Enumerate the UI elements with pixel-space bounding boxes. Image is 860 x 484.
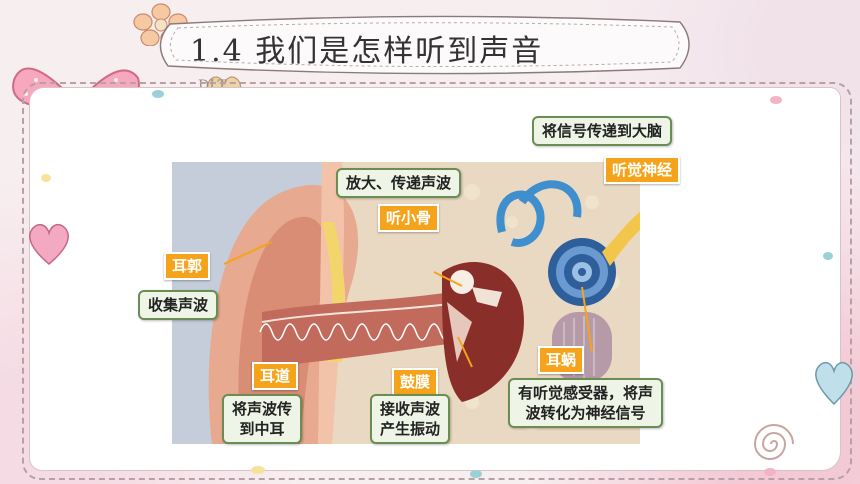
tag-auditory-nerve: 听觉神经 (604, 156, 681, 184)
tag-cochlea: 耳蜗 (538, 346, 585, 374)
label-cochlea-desc: 有听觉感受器，将声 波转化为神经信号 (508, 378, 664, 428)
tag-eardrum: 鼓膜 (392, 368, 439, 396)
label-canal-desc: 将声波传 到中耳 (222, 394, 303, 444)
label-collect: 收集声波 (138, 290, 219, 320)
label-eardrum-desc: 接收声波 产生振动 (370, 394, 451, 444)
card-border (22, 82, 852, 480)
spiral-icon (753, 424, 794, 460)
page-title: 1.4 我们是怎样听到声音 (190, 34, 544, 69)
heart-left-icon (29, 223, 69, 265)
label-brain: 将信号传递到大脑 (532, 116, 673, 146)
tag-auricle: 耳郭 (164, 252, 211, 280)
title-frame (159, 15, 690, 75)
tag-ear-canal: 耳道 (252, 362, 299, 390)
tag-ossicles: 听小骨 (378, 204, 440, 232)
label-amplify: 放大、传递声波 (336, 168, 462, 198)
heart-right-icon (815, 361, 853, 406)
